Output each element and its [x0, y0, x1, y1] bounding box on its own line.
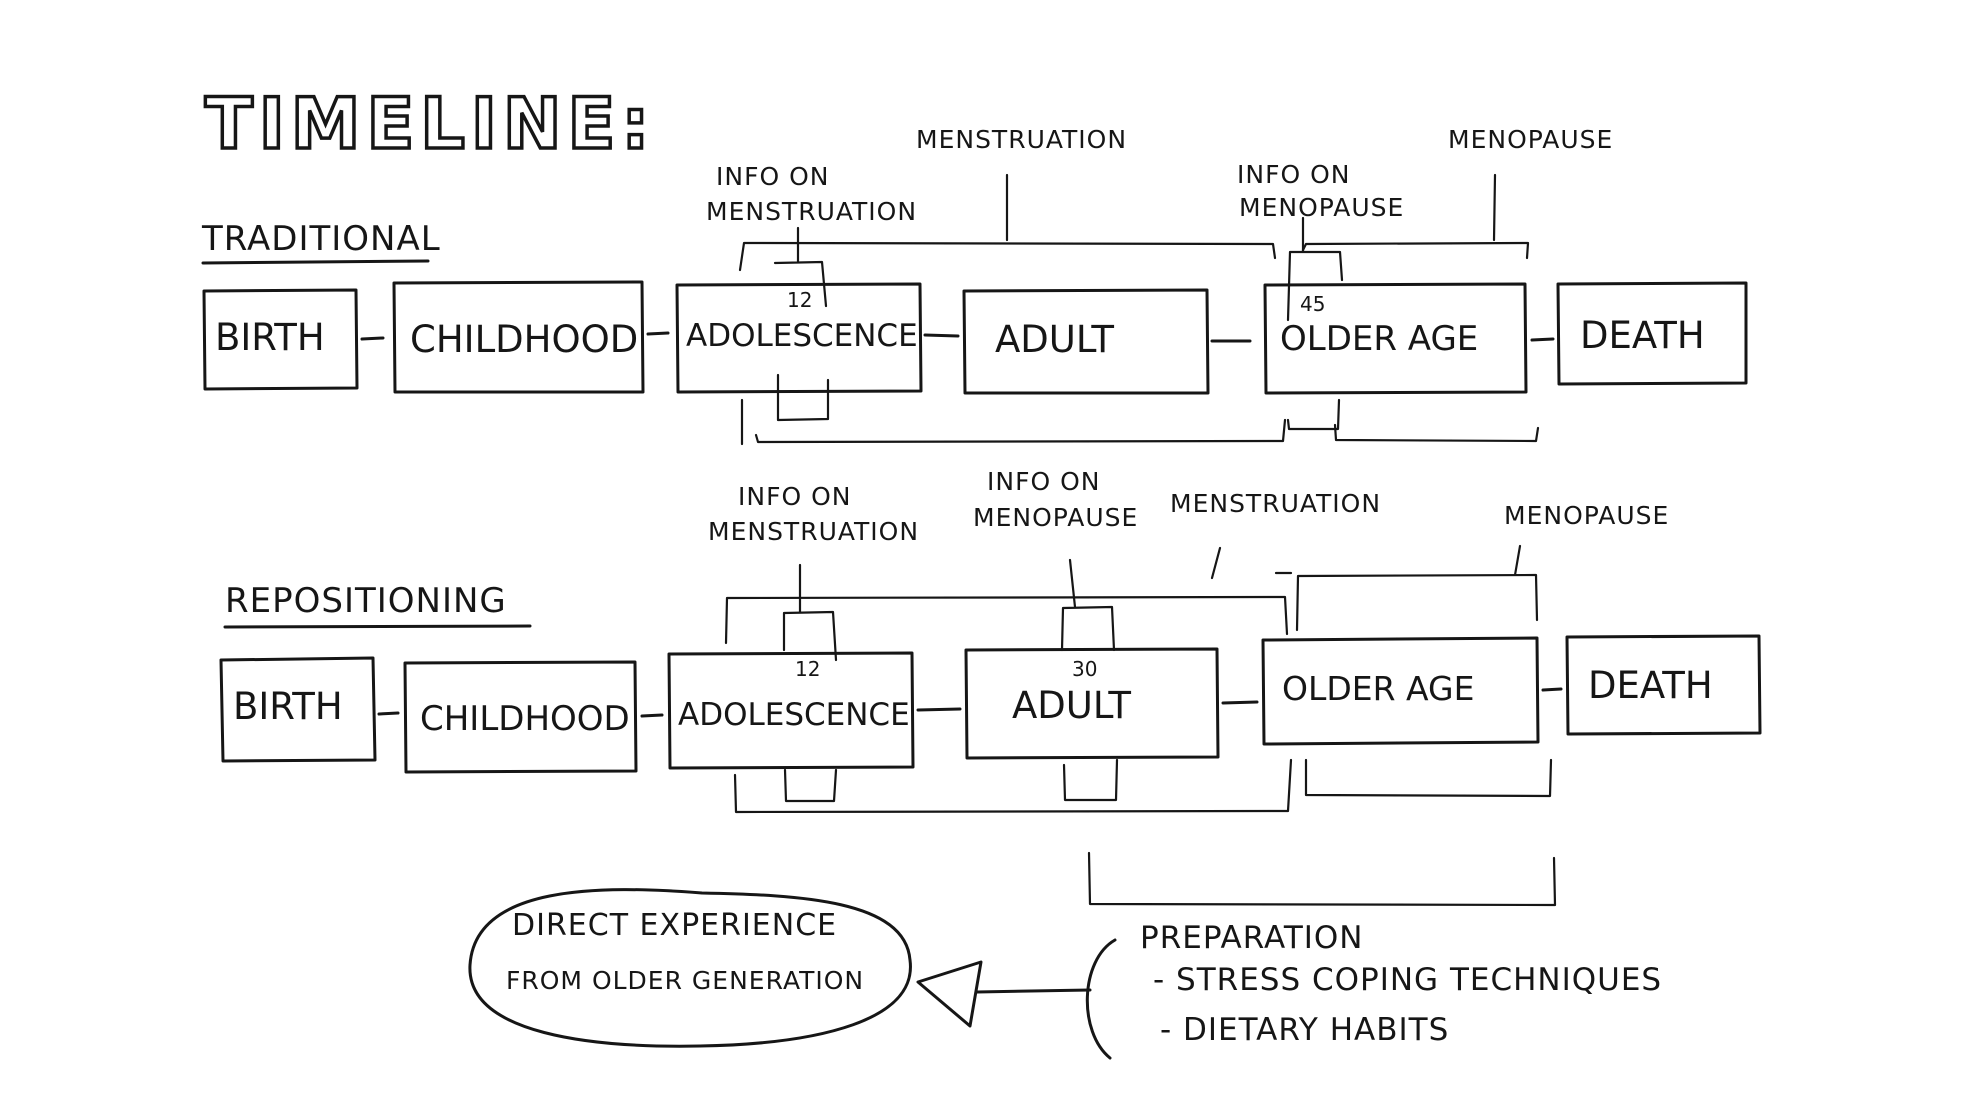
repositioning-menstruation-label: MENSTRUATION [1170, 489, 1381, 518]
repositioning-info-menstruation-label: INFO ON MENSTRUATION [708, 482, 919, 546]
stage-label: ADULT [995, 318, 1114, 361]
traditional-menopause-bracket [1301, 173, 1530, 260]
diagram-title: TIMELINE: [205, 83, 655, 165]
traditional-birth-box: BIRTH [202, 288, 359, 391]
repositioning-info-menstruation-marker [782, 563, 838, 803]
traditional-heading-underline [201, 259, 430, 265]
repositioning-heading-underline [223, 624, 532, 629]
repositioning-birth-box: BIRTH [219, 656, 377, 763]
traditional-bottom-bracket-left [740, 398, 1287, 446]
repositioning-info-menopause-marker [1060, 558, 1119, 802]
stage-label: ADOLESCENCE [678, 697, 910, 733]
stage-label: BIRTH [233, 685, 343, 728]
bubble-text: DIRECT EXPERIENCE [512, 908, 837, 943]
traditional-menstruation-label: MENSTRUATION [916, 125, 1127, 154]
traditional-menstruation-bracket [738, 173, 1277, 272]
traditional-info-menopause-label: INFO ON MENOPAUSE [1237, 160, 1404, 222]
repositioning-menopause-bracket [1274, 544, 1539, 632]
stage-label: BIRTH [215, 316, 325, 359]
stage-label: DEATH [1580, 314, 1705, 357]
connector [377, 687, 1563, 718]
repositioning-older-age-box: OLDER AGE [1261, 636, 1540, 746]
stage-label: ADULT [1012, 684, 1131, 727]
repositioning-age-menstruation: 12 [795, 657, 820, 681]
traditional-adolescence-box: ADOLESCENCE [675, 282, 923, 394]
repositioning-adolescence-box: ADOLESCENCE [667, 651, 915, 770]
stage-label: ADOLESCENCE [686, 318, 918, 354]
stage-label: DEATH [1588, 664, 1713, 707]
arrow-head [916, 960, 983, 1028]
traditional-bottom-bracket-right [1333, 423, 1540, 443]
traditional-info-menopause-marker [1286, 216, 1344, 431]
traditional-info-menstruation-label: INFO ON MENSTRUATION [706, 162, 917, 226]
preparation-item: - DIETARY HABITS [1160, 1012, 1449, 1048]
repositioning-childhood-box: CHILDHOOD [403, 660, 638, 774]
repositioning-menopause-label: MENOPAUSE [1504, 501, 1669, 530]
stage-label: CHILDHOOD [420, 699, 630, 739]
stage-label: CHILDHOOD [410, 318, 638, 361]
repositioning-bottom-bracket-left [733, 758, 1293, 814]
preparation-title: PREPARATION [1140, 920, 1364, 956]
traditional-childhood-box: CHILDHOOD [392, 280, 645, 394]
repositioning-adult-box: ADULT [964, 647, 1220, 760]
bubble-text: FROM OLDER GENERATION [506, 966, 864, 995]
traditional-info-menstruation-marker [773, 226, 830, 422]
repositioning-age-menopause: 30 [1072, 657, 1097, 681]
repositioning-bottom-bracket-right [1304, 758, 1553, 798]
repositioning-death-box: DEATH [1565, 634, 1762, 736]
preparation-item: - STRESS COPING TECHNIQUES [1153, 962, 1662, 998]
traditional-heading: TRADITIONAL [201, 219, 441, 259]
preparation-range-bracket [1087, 851, 1557, 907]
preparation-brace [1085, 938, 1117, 1060]
repositioning-heading: REPOSITIONING [225, 581, 507, 621]
arrow-line [975, 988, 1092, 994]
repositioning-menstruation-bracket [724, 546, 1289, 645]
traditional-adult-box: ADULT [962, 288, 1210, 395]
traditional-older-age-box: OLDER AGE [1263, 282, 1528, 395]
connector [360, 331, 1555, 343]
direct-experience-bubble: DIRECT EXPERIENCE FROM OLDER GENERATION [468, 888, 912, 1048]
traditional-death-box: DEATH [1556, 281, 1748, 386]
traditional-age-menopause: 45 [1300, 292, 1325, 316]
stage-label: OLDER AGE [1280, 319, 1478, 359]
traditional-age-menstruation: 12 [787, 288, 812, 312]
traditional-menopause-label: MENOPAUSE [1448, 125, 1613, 154]
stage-label: OLDER AGE [1282, 669, 1474, 708]
repositioning-info-menopause-label: INFO ON MENOPAUSE [973, 467, 1138, 532]
